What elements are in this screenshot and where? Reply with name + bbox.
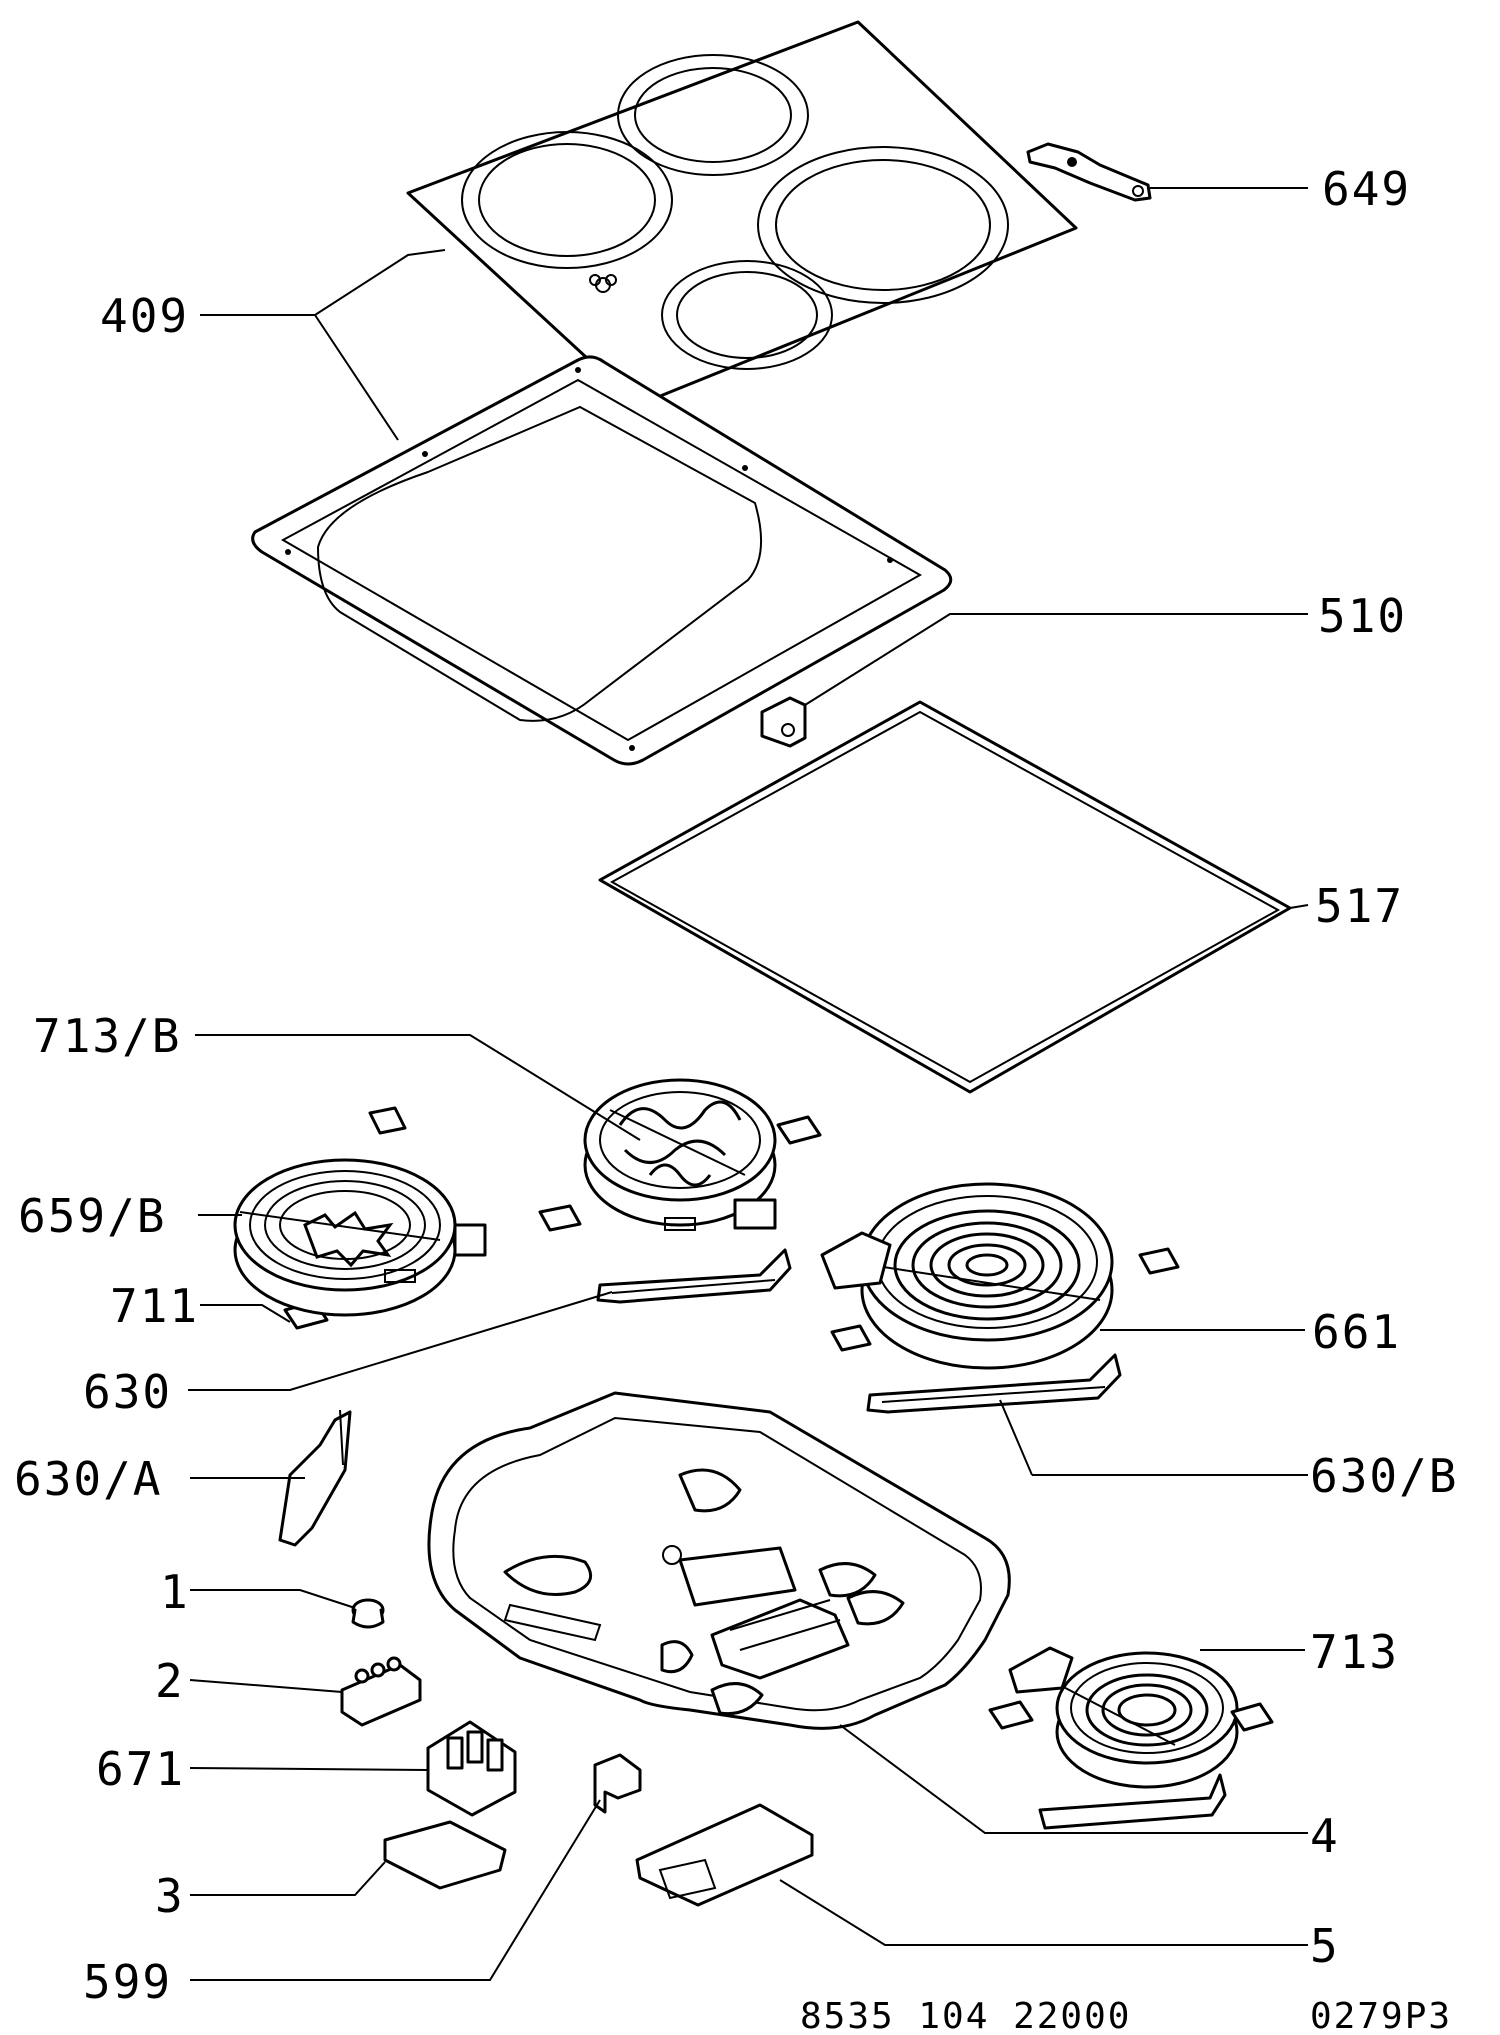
cover-5 xyxy=(635,1803,814,1907)
clip-510 xyxy=(760,696,807,748)
footer-code: 8535 104 22000 xyxy=(800,1996,1131,2035)
label-713: 713 xyxy=(1310,1625,1399,1679)
label-599: 599 xyxy=(83,1955,172,2009)
label-3: 3 xyxy=(155,1869,185,1923)
plate-3 xyxy=(383,1820,507,1890)
label-661: 661 xyxy=(1312,1305,1401,1359)
label-2: 2 xyxy=(155,1654,185,1708)
part-labels: 649 409 510 517 713/B 659/B 711 630 661 … xyxy=(14,162,1458,2009)
leader-lines xyxy=(188,187,1309,1981)
bracket-630 xyxy=(596,1248,792,1304)
label-409: 409 xyxy=(100,289,189,343)
label-4: 4 xyxy=(1310,1809,1340,1863)
terminal-block-2 xyxy=(340,1656,422,1727)
connector-671 xyxy=(426,1720,517,1817)
bracket-630b xyxy=(866,1353,1122,1414)
label-510: 510 xyxy=(1318,589,1407,643)
label-630: 630 xyxy=(83,1365,172,1419)
label-649: 649 xyxy=(1322,162,1411,216)
hotplate-659b xyxy=(233,1158,487,1317)
base-tray-4 xyxy=(427,1391,1011,1730)
seal-517 xyxy=(598,700,1292,1094)
footer-ref: 0279P3 xyxy=(1310,1996,1452,2035)
label-711: 711 xyxy=(110,1279,199,1333)
hotplate-713 xyxy=(988,1646,1274,1830)
label-517: 517 xyxy=(1315,879,1404,933)
label-630a: 630/A xyxy=(14,1452,162,1506)
bracket-630a xyxy=(278,1409,352,1547)
hob-frame xyxy=(251,355,953,766)
bracket-649 xyxy=(1026,142,1152,202)
label-630b: 630/B xyxy=(1310,1449,1458,1503)
label-671: 671 xyxy=(96,1742,185,1796)
label-659b: 659/B xyxy=(18,1189,166,1243)
label-1: 1 xyxy=(160,1565,190,1619)
label-5: 5 xyxy=(1310,1919,1340,1973)
ceramic-hob-top xyxy=(406,20,1078,407)
knob-1 xyxy=(351,1598,385,1629)
label-713b: 713/B xyxy=(33,1009,181,1063)
hotplate-713b xyxy=(583,1078,777,1231)
hotplate-661 xyxy=(820,1182,1114,1370)
bracket-599 xyxy=(593,1753,642,1814)
